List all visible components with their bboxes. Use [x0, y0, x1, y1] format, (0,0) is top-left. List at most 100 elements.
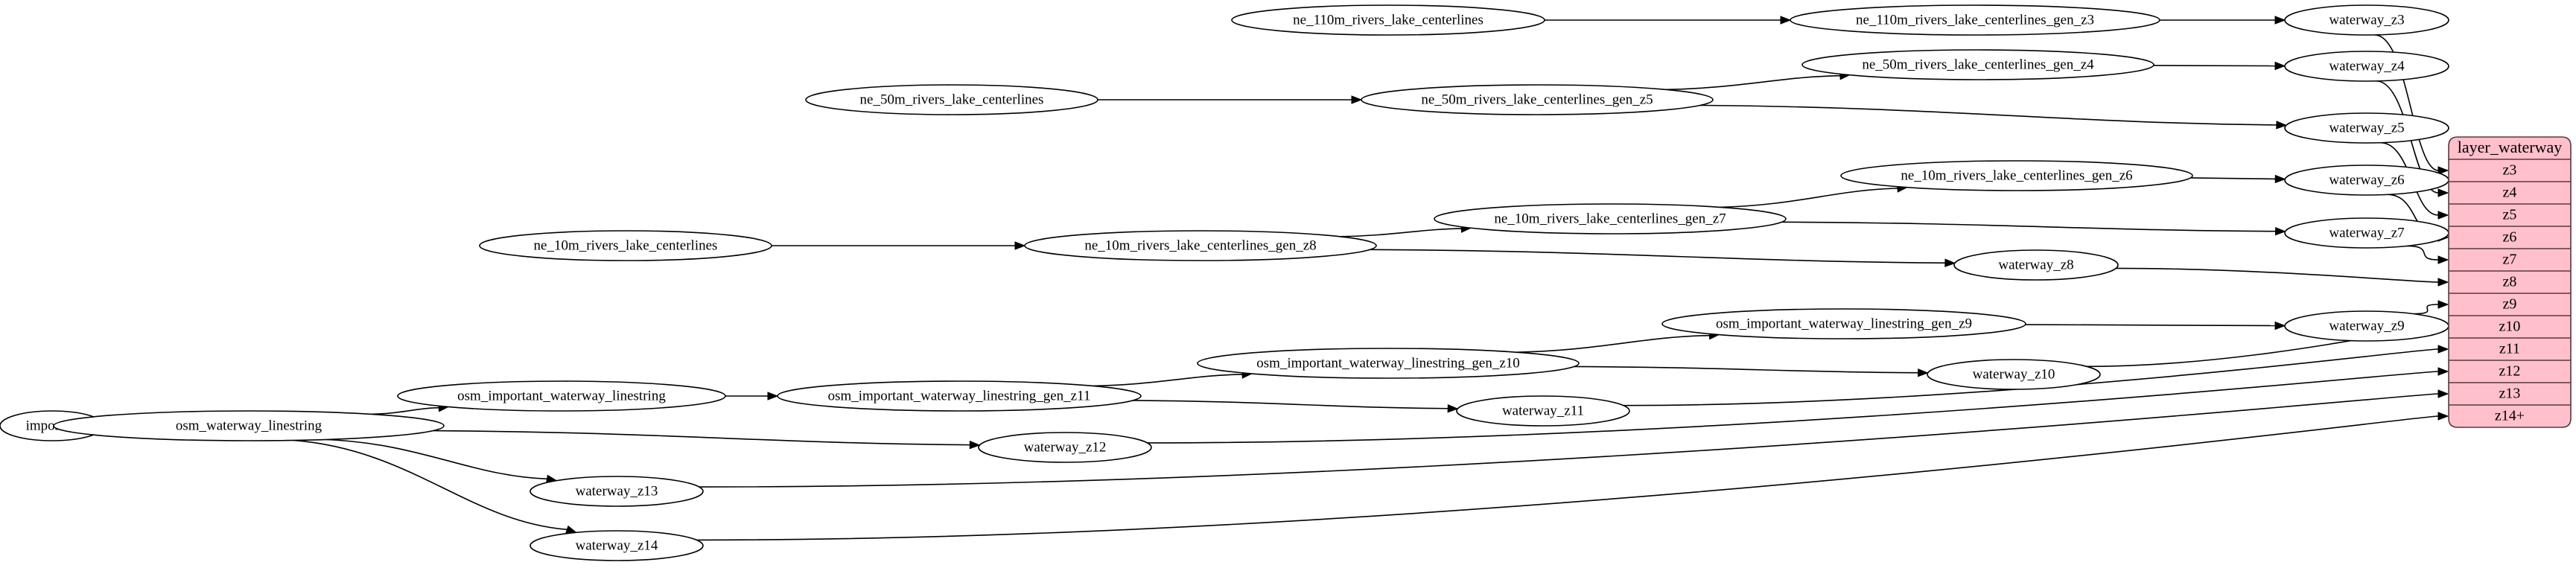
table-row-z6[interactable]: z6 — [2449, 226, 2571, 246]
node-label: osm_important_waterway_linestring — [457, 388, 666, 403]
edge-ne_50m_rivers_lake_centerlines_gen_z5-to-waterway_z5 — [1699, 104, 2277, 126]
node-osm_important_waterway_linestring_gen_z10[interactable]: osm_important_waterway_linestring_gen_z1… — [1197, 348, 1580, 379]
node-ellipse — [978, 432, 1152, 463]
node-waterway_z14[interactable]: waterway_z14 — [529, 530, 704, 561]
node-ellipse — [2284, 112, 2449, 144]
edge-waterway_z13-to-layer_waterway.z13 — [699, 393, 2439, 488]
table-row-z10[interactable]: z10 — [2449, 315, 2571, 335]
node-ellipse — [2284, 4, 2449, 36]
node-ellipse — [777, 380, 1142, 412]
edge-osm_important_waterway_linestring_gen_z11-to-osm_important_waterway_linestring_gen_z10 — [1092, 374, 1243, 387]
node-waterway_z12[interactable]: waterway_z12 — [978, 432, 1152, 463]
table-row-z13[interactable]: z13 — [2449, 382, 2571, 402]
node-ellipse — [1231, 4, 1545, 36]
edge-osm_waterway_linestring-to-waterway_z14 — [293, 439, 567, 531]
node-ellipse — [529, 476, 704, 507]
node-ne_10m_rivers_lake_centerlines_gen_z6[interactable]: ne_10m_rivers_lake_centerlines_gen_z6 — [1840, 160, 2193, 191]
node-label: waterway_z14 — [576, 537, 658, 553]
node-waterway_z3[interactable]: waterway_z3 — [2284, 4, 2449, 36]
node-osm_waterway_linestring[interactable]: osm_waterway_linestring — [53, 410, 445, 441]
node-osm_important_waterway_linestring[interactable]: osm_important_waterway_linestring — [397, 380, 726, 412]
table-row-z12[interactable]: z12 — [2449, 360, 2571, 380]
table-row-z3[interactable]: z3 — [2449, 159, 2571, 179]
table-row-z11[interactable]: z11 — [2449, 337, 2571, 357]
node-ellipse — [1927, 359, 2101, 390]
table-row-label: z12 — [2499, 363, 2521, 380]
node-ne_50m_rivers_lake_centerlines_gen_z4[interactable]: ne_50m_rivers_lake_centerlines_gen_z4 — [1801, 49, 2154, 80]
node-label: ne_50m_rivers_lake_centerlines_gen_z5 — [1421, 92, 1653, 107]
node-waterway_z4[interactable]: waterway_z4 — [2284, 51, 2449, 82]
node-waterway_z13[interactable]: waterway_z13 — [529, 476, 704, 507]
table-row-z4[interactable]: z4 — [2449, 181, 2571, 201]
edge-osm_important_waterway_linestring_gen_z11-to-waterway_z11 — [1132, 400, 1448, 409]
edge-ne_10m_rivers_lake_centerlines_gen_z8-to-ne_10m_rivers_lake_centerlines_gen_z7 — [1339, 228, 1462, 237]
edge-osm_waterway_linestring-to-osm_important_waterway_linestring — [370, 406, 439, 415]
table-row-z8[interactable]: z8 — [2449, 270, 2571, 290]
node-label: waterway_z10 — [1973, 366, 2055, 382]
node-ellipse — [1456, 395, 1630, 427]
node-waterway_z8[interactable]: waterway_z8 — [1953, 249, 2119, 281]
table-row-label: z14+ — [2495, 408, 2525, 424]
table-row-label: z11 — [2499, 341, 2520, 357]
node-waterway_z7[interactable]: waterway_z7 — [2284, 217, 2449, 249]
node-label: ne_110m_rivers_lake_centerlines — [1293, 12, 1483, 28]
node-ne_110m_rivers_lake_centerlines[interactable]: ne_110m_rivers_lake_centerlines — [1231, 4, 1545, 36]
edge-waterway_z11-to-layer_waterway.z11 — [1623, 348, 2439, 406]
node-ellipse — [1661, 308, 2026, 339]
node-label: waterway_z9 — [2329, 318, 2404, 334]
node-waterway_z9[interactable]: waterway_z9 — [2284, 310, 2449, 342]
table-row-z14+[interactable]: z14+ — [2449, 404, 2571, 424]
node-ne_110m_rivers_lake_centerlines_gen_z3[interactable]: ne_110m_rivers_lake_centerlines_gen_z3 — [1790, 4, 2160, 36]
node-waterway_z10[interactable]: waterway_z10 — [1927, 359, 2101, 390]
node-label: waterway_z11 — [1502, 403, 1584, 418]
node-ne_50m_rivers_lake_centerlines_gen_z5[interactable]: ne_50m_rivers_lake_centerlines_gen_z5 — [1361, 84, 1714, 115]
table-row-z5[interactable]: z5 — [2449, 203, 2571, 223]
edge-waterway_z7-to-layer_waterway.z7 — [2406, 245, 2439, 261]
node-ellipse — [1840, 160, 2193, 191]
table-row-label: z9 — [2503, 296, 2517, 313]
node-ne_10m_rivers_lake_centerlines[interactable]: ne_10m_rivers_lake_centerlines — [479, 230, 772, 261]
edge-waterway_z14-to-layer_waterway.z14+ — [696, 415, 2439, 541]
table-row-label: z8 — [2503, 274, 2517, 290]
edge-osm_waterway_linestring-to-waterway_z12 — [433, 430, 970, 446]
node-ne_50m_rivers_lake_centerlines[interactable]: ne_50m_rivers_lake_centerlines — [805, 84, 1098, 115]
edge-osm_important_waterway_linestring_gen_z10-to-osm_important_waterway_linestring_gen_z9 — [1516, 334, 1710, 353]
node-waterway_z5[interactable]: waterway_z5 — [2284, 112, 2449, 144]
node-label: osm_important_waterway_linestring_gen_z1… — [1256, 355, 1520, 371]
node-label: waterway_z6 — [2329, 172, 2404, 188]
node-label: osm_important_waterway_linestring_gen_z9 — [1716, 316, 1972, 331]
node-label: ne_10m_rivers_lake_centerlines_gen_z7 — [1494, 211, 1726, 226]
node-ellipse — [1801, 49, 2154, 80]
node-label: ne_10m_rivers_lake_centerlines_gen_z8 — [1084, 237, 1316, 253]
table-row-z9[interactable]: z9 — [2449, 293, 2571, 313]
node-osm_important_waterway_linestring_gen_z11[interactable]: osm_important_waterway_linestring_gen_z1… — [777, 380, 1142, 412]
table-outline — [2448, 136, 2572, 428]
node-ellipse — [1361, 84, 1714, 115]
node-ellipse — [805, 84, 1098, 115]
node-ellipse — [479, 230, 772, 261]
node-osm_important_waterway_linestring_gen_z9[interactable]: osm_important_waterway_linestring_gen_z9 — [1661, 308, 2026, 339]
node-label: ne_10m_rivers_lake_centerlines — [534, 237, 718, 253]
node-waterway_z11[interactable]: waterway_z11 — [1456, 395, 1630, 427]
node-label: waterway_z7 — [2329, 225, 2404, 240]
node-ellipse — [2284, 51, 2449, 82]
node-label: waterway_z8 — [1998, 257, 2073, 272]
node-ellipse — [1953, 249, 2119, 281]
node-ellipse — [1434, 203, 1787, 234]
node-ellipse — [1197, 348, 1580, 379]
edge-osm_waterway_linestring-to-waterway_z13 — [325, 438, 547, 480]
node-waterway_z6[interactable]: waterway_z6 — [2284, 165, 2449, 196]
table-title: layer_waterway — [2458, 138, 2562, 156]
edge-ne_10m_rivers_lake_centerlines_gen_z6-to-waterway_z6 — [2190, 177, 2276, 180]
node-label: osm_important_waterway_linestring_gen_z1… — [828, 388, 1091, 403]
node-label: waterway_z5 — [2329, 120, 2404, 135]
table-row-z7[interactable]: z7 — [2449, 248, 2571, 268]
node-ne_10m_rivers_lake_centerlines_gen_z7[interactable]: ne_10m_rivers_lake_centerlines_gen_z7 — [1434, 203, 1787, 234]
node-label: waterway_z4 — [2329, 58, 2405, 74]
node-ne_10m_rivers_lake_centerlines_gen_z8[interactable]: ne_10m_rivers_lake_centerlines_gen_z8 — [1024, 230, 1377, 261]
table-row-label: z4 — [2503, 185, 2517, 201]
node-ellipse — [529, 530, 704, 561]
